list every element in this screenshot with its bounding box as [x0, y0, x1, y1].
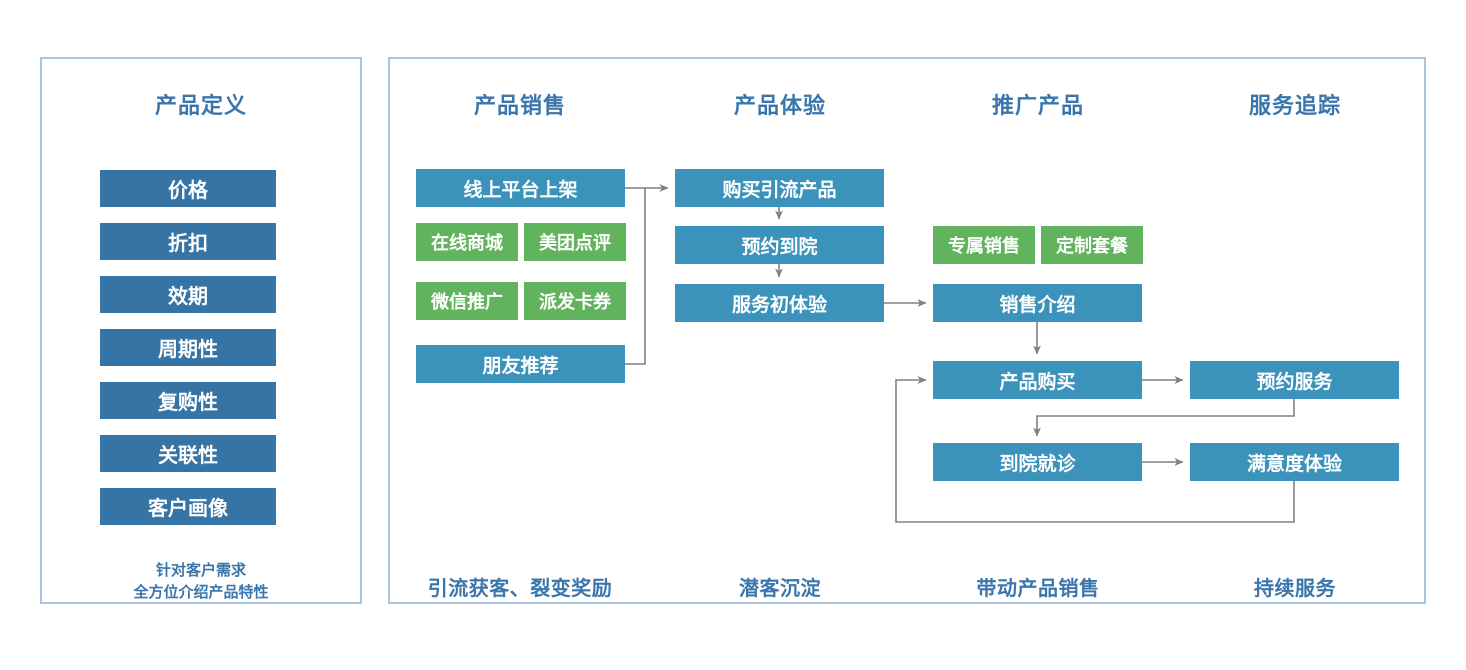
node-sales-introduction[interactable]: 销售介绍 — [933, 284, 1142, 322]
node-label: 定制套餐 — [1056, 236, 1128, 257]
definition-item-label: 周期性 — [158, 337, 218, 361]
node-friend-referral[interactable]: 朋友推荐 — [416, 345, 625, 383]
node-clinic-visit[interactable]: 到院就诊 — [933, 443, 1142, 481]
definition-item-discount[interactable]: 折扣 — [100, 223, 276, 260]
node-online-mall[interactable]: 在线商城 — [416, 223, 518, 261]
definition-item-label: 关联性 — [158, 443, 218, 467]
node-label: 购买引流产品 — [722, 178, 837, 201]
customer-journey-panel — [388, 57, 1426, 604]
column-header-product-experience: 产品体验 — [733, 94, 826, 119]
definition-item-validity[interactable]: 效期 — [100, 276, 276, 313]
node-label: 销售介绍 — [999, 293, 1076, 316]
panel-title-product-definition: 产品定义 — [154, 94, 247, 119]
definition-item-customer-profile[interactable]: 客户画像 — [100, 488, 276, 525]
node-wechat-promotion[interactable]: 微信推广 — [416, 282, 518, 320]
node-label: 派发卡券 — [539, 292, 611, 313]
node-custom-package[interactable]: 定制套餐 — [1041, 226, 1143, 264]
panel-caption-product-definition: 针对客户需求 全方位介绍产品特性 — [133, 561, 269, 601]
node-label: 微信推广 — [431, 292, 503, 313]
definition-item-label: 复购性 — [158, 390, 218, 414]
node-online-platform-listing[interactable]: 线上平台上架 — [416, 169, 625, 207]
node-label: 服务初体验 — [731, 293, 827, 316]
node-label: 朋友推荐 — [482, 354, 559, 377]
node-book-service[interactable]: 预约服务 — [1190, 361, 1399, 399]
node-label: 到院就诊 — [999, 452, 1076, 475]
definition-item-label: 效期 — [168, 284, 208, 308]
node-label: 专属销售 — [948, 236, 1020, 257]
column-footer-traffic-acquisition: 引流获客、裂变奖励 — [427, 576, 613, 600]
node-label: 产品购买 — [999, 370, 1076, 393]
node-distribute-coupons[interactable]: 派发卡券 — [524, 282, 626, 320]
node-first-service-experience[interactable]: 服务初体验 — [675, 284, 884, 322]
node-satisfaction-experience[interactable]: 满意度体验 — [1190, 443, 1399, 481]
column-header-service-tracking: 服务追踪 — [1248, 94, 1341, 119]
definition-item-periodicity[interactable]: 周期性 — [100, 329, 276, 366]
node-book-hospital-visit[interactable]: 预约到院 — [675, 226, 884, 264]
column-header-product-sales: 产品销售 — [473, 94, 566, 119]
node-label: 线上平台上架 — [463, 178, 578, 201]
node-label: 在线商城 — [431, 233, 503, 254]
definition-item-price[interactable]: 价格 — [100, 170, 276, 207]
column-header-promote-product: 推广产品 — [991, 94, 1084, 119]
node-meituan-dianping[interactable]: 美团点评 — [524, 223, 626, 261]
node-dedicated-sales[interactable]: 专属销售 — [933, 226, 1035, 264]
node-label: 预约到院 — [741, 235, 818, 258]
column-footer-drive-product-sales: 带动产品销售 — [976, 576, 1100, 600]
definition-item-repurchase[interactable]: 复购性 — [100, 382, 276, 419]
column-footer-lead-accumulation: 潜客沉淀 — [739, 576, 821, 600]
node-label: 美团点评 — [539, 233, 611, 254]
definition-item-relevance[interactable]: 关联性 — [100, 435, 276, 472]
definition-item-label: 折扣 — [168, 231, 208, 255]
node-buy-traffic-product[interactable]: 购买引流产品 — [675, 169, 884, 207]
node-label: 满意度体验 — [1246, 452, 1342, 475]
column-footer-continuous-service: 持续服务 — [1254, 576, 1336, 600]
definition-item-label: 价格 — [168, 178, 208, 202]
node-label: 预约服务 — [1256, 370, 1333, 393]
definition-item-label: 客户画像 — [148, 496, 228, 520]
node-product-purchase[interactable]: 产品购买 — [933, 361, 1142, 399]
